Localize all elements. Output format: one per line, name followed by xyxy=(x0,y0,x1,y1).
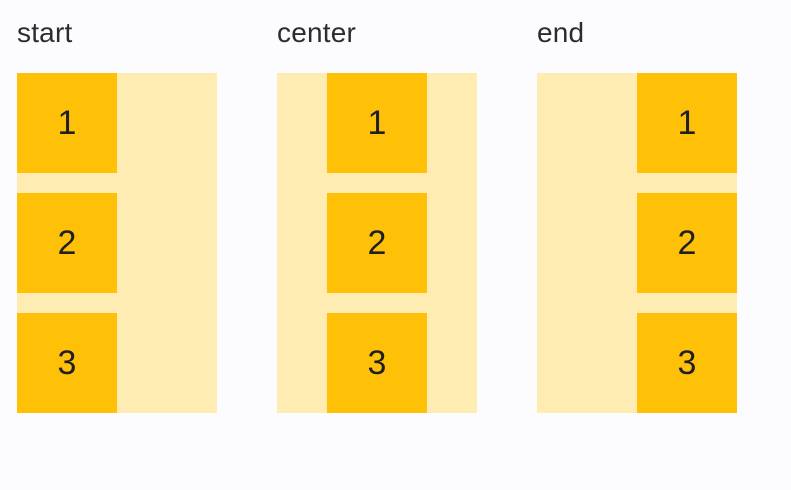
example-label: start xyxy=(17,17,73,48)
flex-item: 3 xyxy=(17,313,117,413)
flex-item: 3 xyxy=(327,313,427,413)
flex-container: 1 2 3 xyxy=(537,73,737,413)
flex-item: 2 xyxy=(327,193,427,293)
flex-item: 1 xyxy=(17,73,117,173)
example-label: end xyxy=(537,17,585,48)
flex-item: 2 xyxy=(637,193,737,293)
flex-item: 1 xyxy=(637,73,737,173)
flex-item: 1 xyxy=(327,73,427,173)
example-group-center: center 1 2 3 xyxy=(277,16,477,413)
example-group-start: start 1 2 3 xyxy=(17,16,217,413)
example-label: center xyxy=(277,17,357,48)
flex-item: 2 xyxy=(17,193,117,293)
flex-container: 1 2 3 xyxy=(17,73,217,413)
alignment-examples: start 1 2 3 center 1 2 3 end 1 2 3 xyxy=(17,16,737,413)
example-group-end: end 1 2 3 xyxy=(537,16,737,413)
flex-item: 3 xyxy=(637,313,737,413)
flex-container: 1 2 3 xyxy=(277,73,477,413)
